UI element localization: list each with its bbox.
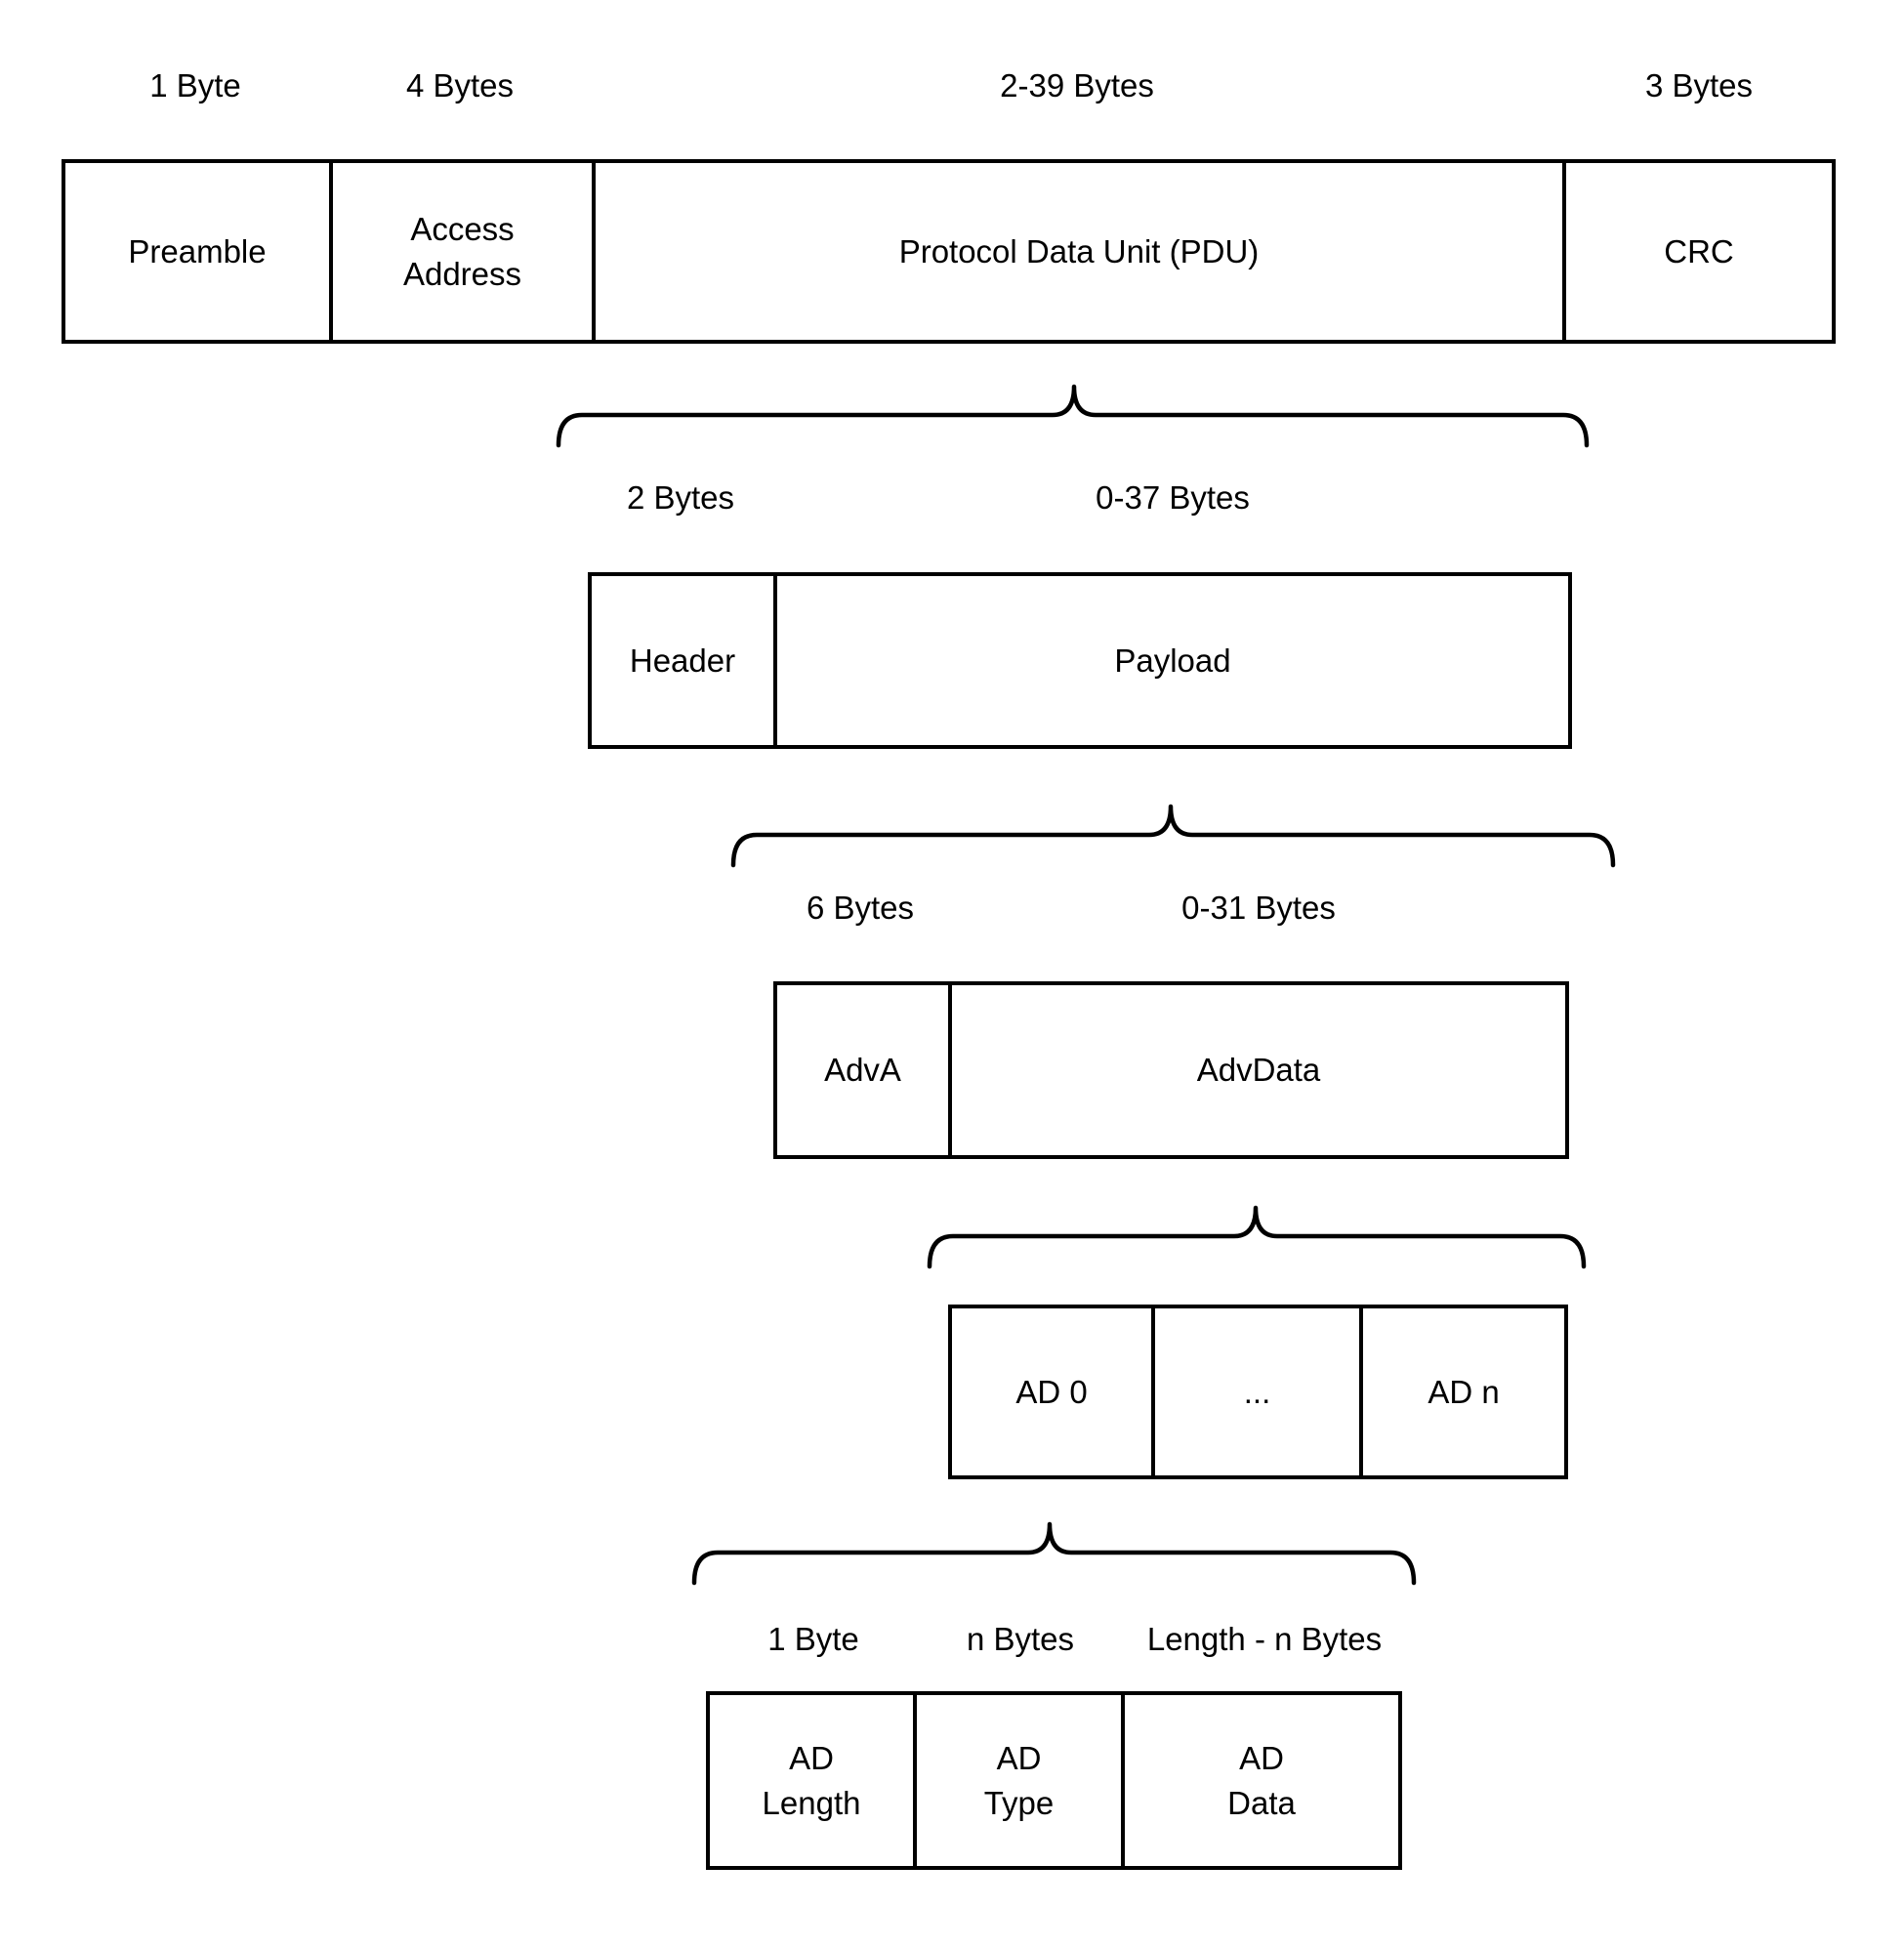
access-address-label: Access Address	[402, 210, 522, 292]
size-label-crc: 3 Bytes	[1644, 67, 1754, 104]
cell-advdata: AdvData	[948, 985, 1565, 1155]
payload-label: Payload	[1114, 642, 1231, 679]
advdata-row: AD 0 ... AD n	[948, 1305, 1568, 1479]
cell-ad-type: AD Type	[913, 1695, 1121, 1866]
brace-ad0-expansion	[691, 1521, 1417, 1586]
ad0-label: AD 0	[1015, 1373, 1088, 1410]
brace-payload-expansion	[730, 804, 1616, 868]
preamble-label: Preamble	[128, 232, 267, 269]
cell-header: Header	[592, 576, 773, 745]
pdu-label: Protocol Data Unit (PDU)	[898, 232, 1260, 269]
cell-adva: AdvA	[777, 985, 948, 1155]
size-label-ad-length: 1 Byte	[767, 1621, 859, 1657]
size-label-adva: 6 Bytes	[806, 890, 915, 926]
adn-label: AD n	[1428, 1373, 1500, 1410]
cell-access-address: Access Address	[329, 163, 592, 340]
adva-label: AdvA	[824, 1052, 901, 1088]
payload-row: AdvA AdvData	[773, 981, 1569, 1159]
ad-type-label: AD Type	[983, 1739, 1055, 1821]
advdata-label: AdvData	[1196, 1052, 1321, 1088]
pdu-row: Header Payload	[588, 572, 1572, 749]
cell-ad-ellipsis: ...	[1151, 1308, 1359, 1475]
crc-label: CRC	[1664, 232, 1734, 269]
cell-pdu: Protocol Data Unit (PDU)	[592, 163, 1562, 340]
size-label-payload: 0-37 Bytes	[1096, 479, 1250, 516]
size-label-pdu: 2-39 Bytes	[1000, 67, 1154, 104]
cell-crc: CRC	[1562, 163, 1832, 340]
cell-preamble: Preamble	[65, 163, 329, 340]
cell-adn: AD n	[1359, 1308, 1564, 1475]
header-label: Header	[629, 642, 736, 679]
cell-payload: Payload	[773, 576, 1568, 745]
size-label-ad-type: n Bytes	[966, 1621, 1075, 1657]
size-label-preamble: 1 Byte	[149, 67, 241, 104]
brace-pdu-expansion	[556, 384, 1590, 448]
cell-ad-data: AD Data	[1121, 1695, 1398, 1866]
cell-ad-length: AD Length	[710, 1695, 913, 1866]
size-label-header: 2 Bytes	[626, 479, 735, 516]
ad-structure-row: AD Length AD Type AD Data	[706, 1691, 1402, 1870]
ad-data-label: AD Data	[1227, 1739, 1296, 1821]
size-label-advdata: 0-31 Bytes	[1181, 890, 1336, 926]
brace-advdata-expansion	[927, 1205, 1587, 1269]
ad-ellipsis-label: ...	[1243, 1373, 1271, 1410]
ad-length-label: AD Length	[762, 1739, 861, 1821]
size-label-access-address: 4 Bytes	[405, 67, 515, 104]
packet-row: Preamble Access Address Protocol Data Un…	[62, 159, 1836, 344]
size-label-ad-data: Length - n Bytes	[1146, 1621, 1383, 1657]
cell-ad0: AD 0	[952, 1308, 1151, 1475]
